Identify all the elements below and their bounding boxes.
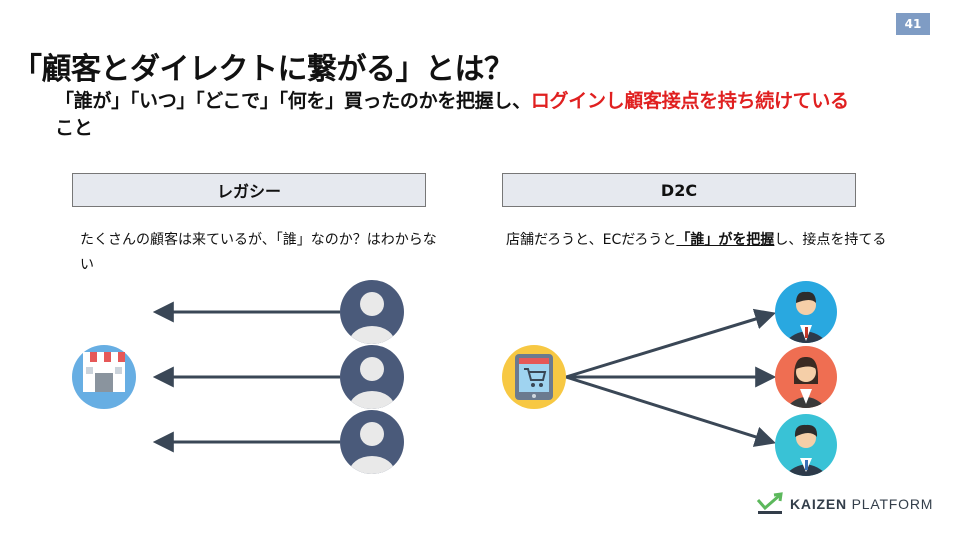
- customer-icon: [775, 281, 837, 343]
- legacy-header: レガシー: [72, 173, 426, 207]
- d2c-description-emphasis: 「誰」がを把握: [676, 232, 775, 248]
- anonymous-user-icon: [340, 410, 404, 474]
- kaizen-logo-icon: [756, 492, 783, 514]
- ec-store-icon: [502, 345, 566, 409]
- customer-icon: [775, 346, 837, 408]
- legacy-description: たくさんの顧客は来ているが、「誰」なのか？はわからない: [80, 232, 437, 273]
- anonymous-user-icon: [340, 280, 404, 344]
- d2c-header: D2C: [502, 173, 856, 207]
- logo-text: KAIZEN PLATFORM: [790, 496, 933, 512]
- subtitle-main: 「誰が」「いつ」「どこで」「何を」買ったのかを把握し、: [55, 90, 531, 112]
- kaizen-logo: KAIZEN PLATFORM: [756, 492, 933, 516]
- d2c-arrow-3: [565, 375, 777, 447]
- anonymous-user-icon: [340, 345, 404, 409]
- page-number: 41: [896, 13, 930, 35]
- page-title: 「顧客とダイレクトに繋がる」とは？: [12, 52, 514, 87]
- subtitle-highlight: ログインし顧客接点を持ち続けている: [530, 90, 849, 112]
- logo-brand: KAIZEN: [790, 496, 847, 512]
- d2c-description: 店舗だろうと、ECだろうと「誰」がを把握し、接点を持てる: [506, 228, 891, 253]
- d2c-arrow-1: [565, 308, 777, 379]
- logo-product: PLATFORM: [851, 496, 934, 512]
- customer-icon: [775, 414, 837, 476]
- page-subtitle: 「誰が」「いつ」「どこで」「何を」買ったのかを把握し、ログインし顧客接点を持ち続…: [55, 88, 945, 142]
- store-icon: [72, 345, 136, 409]
- subtitle-tail: こと: [55, 117, 93, 139]
- d2c-description-before: 店舗だろうと、ECだろうと: [506, 232, 677, 248]
- d2c-description-after: し、接点を持てる: [774, 232, 887, 248]
